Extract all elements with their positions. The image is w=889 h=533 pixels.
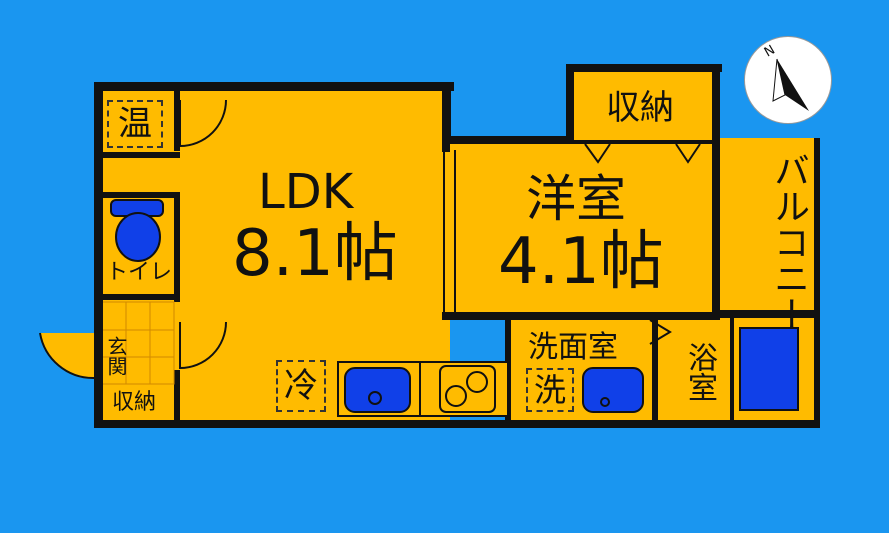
fridge-label: 冷 bbox=[276, 360, 326, 412]
toilet-label: トイレ bbox=[106, 260, 173, 285]
ldk-name: LDK bbox=[258, 164, 354, 220]
compass: N bbox=[744, 36, 832, 124]
ldk-size: 8.1帖 bbox=[232, 217, 398, 291]
compass-arrow-icon bbox=[772, 58, 809, 111]
western-room-size: 4.1帖 bbox=[498, 225, 664, 299]
closet-top-label: 収納 bbox=[606, 88, 674, 128]
entrance-storage-label: 収納 bbox=[112, 390, 157, 415]
balcony-label: バルコニー bbox=[768, 152, 809, 332]
washroom-label: 洗面室 bbox=[528, 330, 618, 365]
water-heater-label: 温 bbox=[107, 100, 163, 148]
washer-label: 洗 bbox=[526, 368, 574, 412]
western-room-name: 洋室 bbox=[526, 170, 626, 228]
entrance-label: 玄関 bbox=[104, 336, 128, 376]
bathroom-label: 浴室 bbox=[682, 342, 717, 402]
